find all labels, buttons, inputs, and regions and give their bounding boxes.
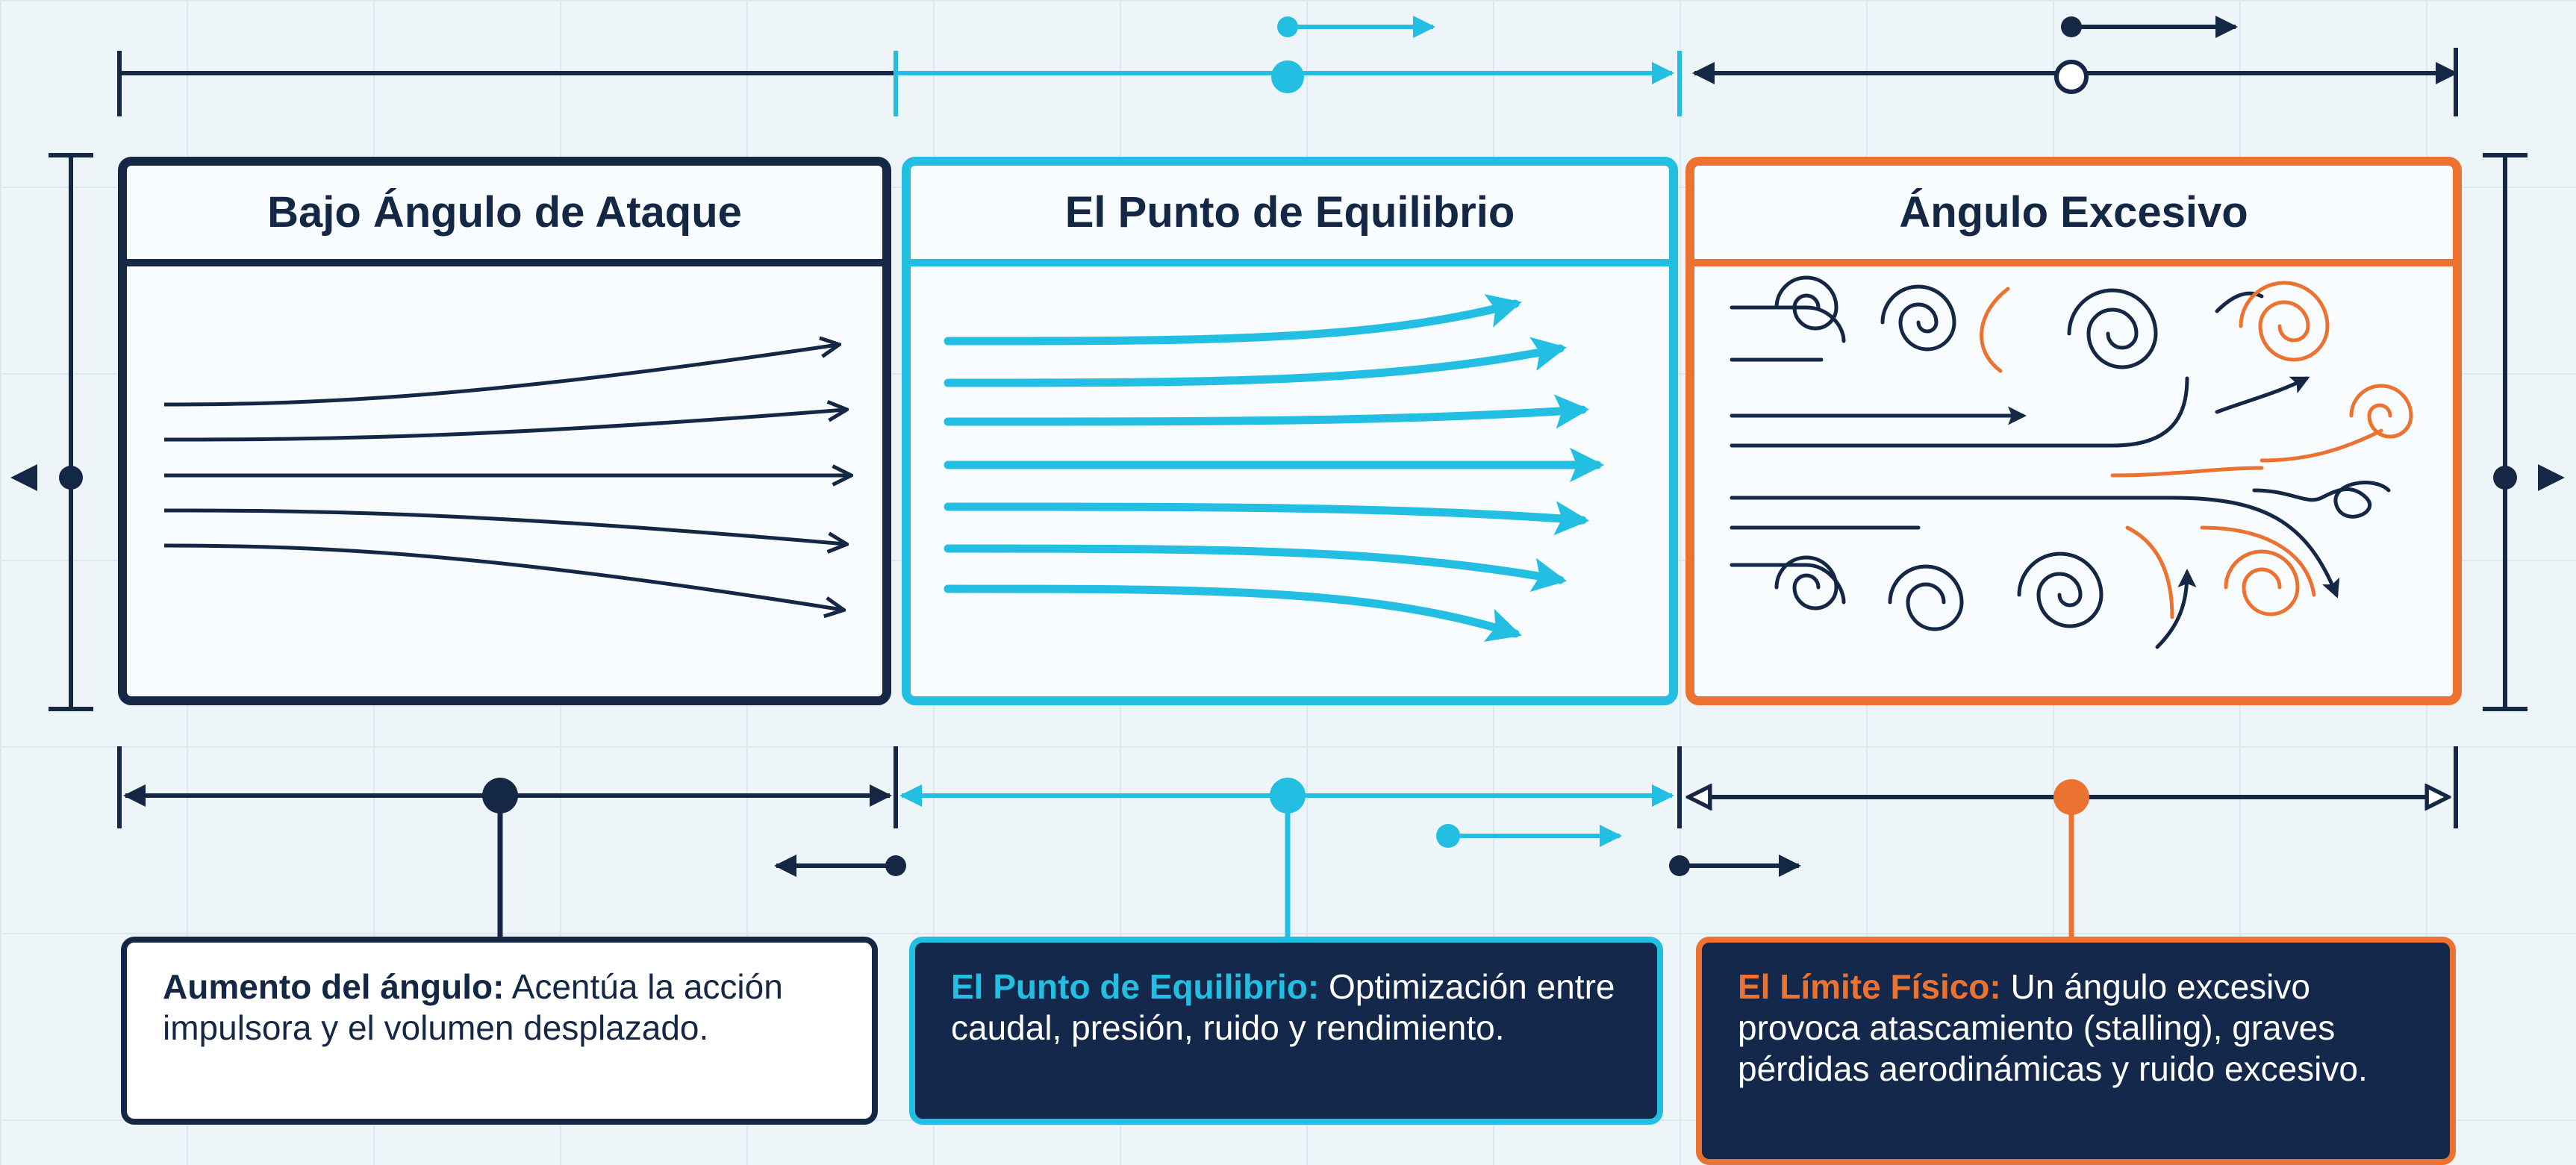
panel-title-high: Ángulo Excesivo [1694,166,2453,266]
note-title: El Punto de Equilibrio: [951,967,1320,1006]
streamline [163,543,842,610]
panel-title-mid: El Punto de Equilibrio [911,166,1669,266]
streamline [944,544,1568,593]
note-text: Un ángulo excesivo provoca atascamiento … [1738,967,2368,1089]
note-title: Aumento del ángulo: [163,967,505,1006]
right-side-bracket [2483,153,2565,711]
streamline [944,394,1590,429]
panel-balance-point: El Punto de Equilibrio [902,157,1678,705]
turbulent-flow-illustration [1694,266,2453,696]
note-physical-limit: El Límite Físico: Un ángulo excesivo pro… [1696,937,2456,1165]
laminar-flow-illustration [127,266,882,696]
note-title: El Límite Físico: [1738,967,2001,1006]
note-angle-increase: Aumento del ángulo: Acentúa la acción im… [121,937,878,1125]
streamline [944,294,1522,346]
panel-low-angle: Bajo Ángulo de Ataque [118,157,891,705]
streamline [163,345,838,407]
panel-excessive-angle: Ángulo Excesivo [1685,157,2462,705]
bottom-dimension-mid [899,778,1674,939]
panel-title-low: Bajo Ángulo de Ataque [127,166,882,266]
streamline [163,410,845,442]
streamline [944,501,1590,536]
note-balance-point: El Punto de Equilibrio: Optimización ent… [909,937,1663,1125]
top-dimension-line [117,16,2458,116]
bottom-dimension-low [117,746,906,939]
bottom-dimension-high [1669,746,2458,942]
left-side-bracket [10,153,93,711]
streamline [944,584,1522,642]
note-text: Optimización entre caudal, presión, ruid… [951,967,1615,1048]
note-text: Acentúa la acción impulsora y el volumen… [163,967,783,1048]
streamline [163,508,845,544]
streamline [944,337,1568,387]
strong-flow-illustration [911,266,1669,696]
